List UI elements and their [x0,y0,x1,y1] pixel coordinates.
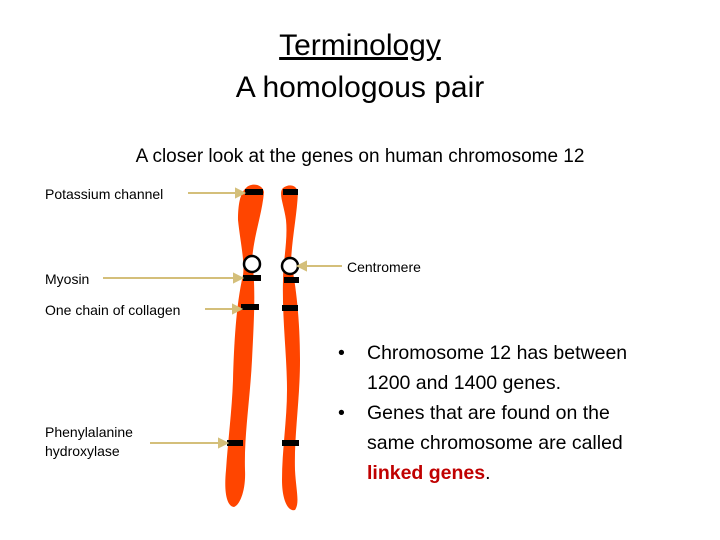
slide-subtitle-heading: A homologous pair [235,71,485,104]
bullet-1-line1: Chromosome 12 has between [367,342,628,364]
arrow-phenylalanine-head [218,437,230,449]
bullet-item: • Genes that are found on the same chrom… [338,398,698,488]
centromere-right [280,256,300,276]
label-phenylalanine-line2: hydroxylase [45,443,120,459]
bullet-list: • Chromosome 12 has between 1200 and 140… [338,338,698,488]
bullet-item: • Chromosome 12 has between 1200 and 140… [338,338,698,398]
label-phenylalanine-line1: Phenylalanine [45,424,133,440]
gene-band-phenylalanine-left [227,440,243,446]
bullet-marker: • [338,402,345,424]
bullet-2-period: . [485,462,491,484]
bullet-2-line2: same chromosome are called [367,432,623,454]
bullet-marker: • [338,342,345,364]
label-potassium-channel: Potassium channel [45,186,164,202]
gene-band-potassium-left [245,189,263,195]
gene-band-myosin-left [243,275,261,281]
arrow-myosin-head [233,272,245,284]
gene-band-collagen-right [282,305,298,311]
label-centromere: Centromere [347,259,421,275]
bullet-2-line3: linked genes. [367,458,698,488]
bullet-1-line2: 1200 and 1400 genes. [367,372,562,394]
gene-band-myosin-right [284,277,299,283]
slide-title: Terminology [279,29,441,62]
chromosome-right [281,185,300,511]
label-myosin: Myosin [45,271,90,287]
gene-band-potassium-right [283,189,298,195]
gene-band-collagen-left [241,304,259,310]
bullet-2-line1: Genes that are found on the [367,402,610,424]
arrow-potassium-head [235,187,247,199]
arrow-collagen-head [232,303,244,315]
label-collagen: One chain of collagen [45,302,181,318]
centromere-left [242,254,262,274]
chromosome-left [225,184,264,507]
diagram-caption: A closer look at the genes on human chro… [135,146,585,167]
linked-genes-term: linked genes [367,462,486,484]
arrow-centromere-head [295,260,307,272]
gene-band-phenylalanine-right [282,440,299,446]
